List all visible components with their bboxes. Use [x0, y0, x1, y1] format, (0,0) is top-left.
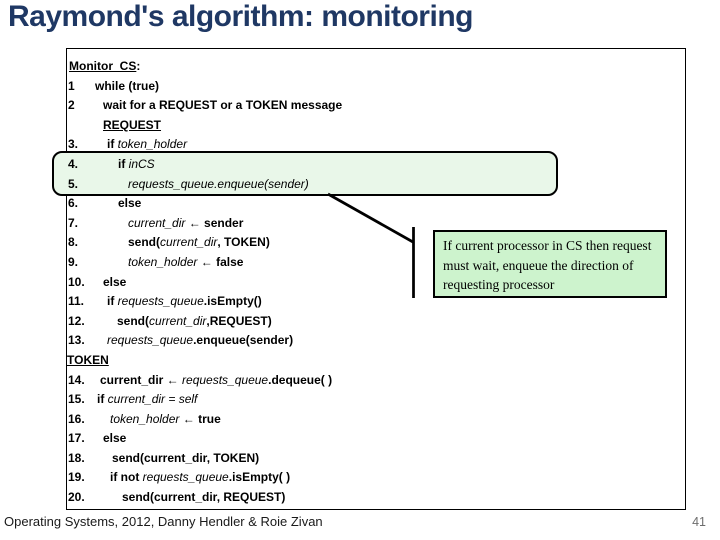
- code-line: 5. requests_queue.enqueue(sender): [66, 175, 684, 195]
- line-number: 2: [68, 98, 75, 113]
- highlight-box: [52, 151, 558, 196]
- line-text: while (true): [95, 78, 160, 93]
- line-number: 8.: [68, 235, 79, 250]
- line-number: 12.: [68, 313, 85, 328]
- code-line: 20. send(current_dir, REQUEST): [66, 488, 684, 508]
- code-line: Monitor_CS:: [66, 57, 684, 77]
- code-line: TOKEN: [66, 351, 684, 371]
- line-text: TOKEN: [67, 352, 109, 367]
- code-line: 16. token_holder ← true: [66, 410, 684, 430]
- line-number: 5.: [68, 176, 79, 191]
- line-number: 7.: [68, 215, 79, 230]
- line-text: send(current_dir, REQUEST): [122, 490, 286, 505]
- code-line: 7. current_dir ← sender: [66, 214, 684, 234]
- code-line: 17. else: [66, 429, 684, 449]
- line-text: wait for a REQUEST or a TOKEN message: [103, 98, 343, 113]
- line-text: else: [118, 196, 142, 211]
- line-text: else: [103, 431, 127, 446]
- code-line: 2 wait for a REQUEST or a TOKEN message: [66, 96, 684, 116]
- code-line: 9. token_holder ← false: [66, 253, 684, 273]
- line-text: if inCS: [118, 156, 155, 171]
- line-text: token_holder ← true: [110, 411, 221, 426]
- line-text: requests_queue.enqueue(sender): [107, 333, 294, 348]
- callout-box: If current processor in CS then request …: [433, 230, 667, 298]
- line-number: 13.: [68, 333, 85, 348]
- code-lines: Monitor_CS: 1 while (true) 2 wait for a REQU…: [66, 57, 684, 508]
- code-line: 8. send(current_dir, TOKEN): [66, 233, 684, 253]
- line-number: 18.: [68, 450, 85, 465]
- line-number: 17.: [68, 431, 85, 446]
- line-text: current_dir ← requests_queue.dequeue( ): [100, 372, 333, 387]
- code-line: 6. else: [66, 194, 684, 214]
- line-text: REQUEST: [103, 117, 162, 132]
- line-text: send(current_dir,REQUEST): [117, 313, 272, 328]
- line-text: if token_holder: [107, 137, 188, 152]
- line-text: if not requests_queue.isEmpty( ): [110, 470, 291, 485]
- line-text: send(current_dir, TOKEN): [128, 235, 270, 250]
- line-text: send(current_dir, TOKEN): [112, 450, 260, 465]
- code-line: 3. if token_holder: [66, 135, 684, 155]
- code-line: 19. if not requests_queue.isEmpty( ): [66, 468, 684, 488]
- page-number: 41: [692, 515, 706, 529]
- line-text: requests_queue.enqueue(sender): [128, 176, 309, 191]
- line-number: 11.: [68, 294, 85, 309]
- line-text: current_dir ← sender: [128, 215, 244, 230]
- line-text: if current_dir = self: [97, 392, 198, 407]
- line-number: 9.: [68, 254, 79, 269]
- code-line: 1 while (true): [66, 77, 684, 97]
- line-number: 15.: [68, 392, 85, 407]
- code-line: 10. else: [66, 273, 684, 293]
- line-number: 4.: [68, 156, 79, 171]
- line-number: 16.: [68, 411, 85, 426]
- line-number: 20.: [68, 490, 85, 505]
- slide-title: Raymond's algorithm: monitoring: [8, 0, 473, 33]
- line-text: if requests_queue.isEmpty(): [107, 294, 262, 309]
- code-line: 14. current_dir ← requests_queue.dequeue(…: [66, 371, 684, 391]
- line-number: 3.: [68, 137, 79, 152]
- line-text: token_holder ← false: [128, 254, 244, 269]
- line-number: 6.: [68, 196, 79, 211]
- code-line: 18. send(current_dir, TOKEN): [66, 449, 684, 469]
- code-line: REQUEST: [66, 116, 684, 136]
- line-number: 1: [68, 78, 75, 93]
- line-text: Monitor_CS:: [69, 59, 141, 73]
- line-number: 19.: [68, 470, 85, 485]
- line-text: else: [103, 274, 127, 289]
- code-line: 13. requests_queue.enqueue(sender): [66, 331, 684, 351]
- code-line: 15. if current_dir = self: [66, 390, 684, 410]
- footer-credit: Operating Systems, 2012, Danny Hendler &…: [4, 514, 323, 529]
- line-number: 10.: [68, 274, 85, 289]
- code-line: 12. send(current_dir,REQUEST): [66, 312, 684, 332]
- code-line: 11. if requests_queue.isEmpty(): [66, 292, 684, 312]
- callout-text: If current processor in CS then request …: [443, 238, 652, 292]
- line-number: 14.: [68, 372, 85, 387]
- code-line: 4. if inCS: [66, 155, 684, 175]
